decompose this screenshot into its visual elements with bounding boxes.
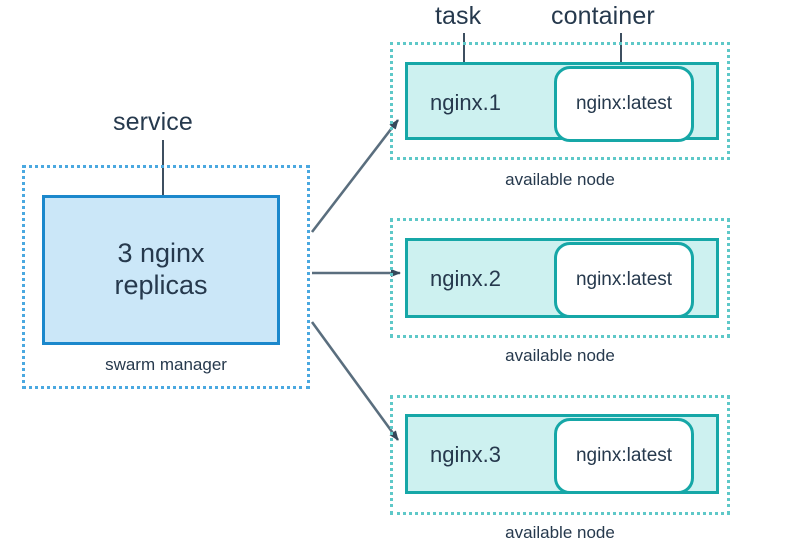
available-node-boundary-2 [390, 218, 730, 338]
container-box-3[interactable]: nginx:latest [554, 418, 694, 494]
service-box[interactable]: 3 nginx replicas [42, 195, 280, 345]
arrow-service-to-node-1 [310, 119, 400, 233]
available-node-boundary-1 [390, 42, 730, 160]
swarm-manager-label: swarm manager [105, 355, 227, 374]
task-label-2: nginx.2 [430, 266, 501, 291]
service-replicas-line2: replicas [114, 270, 208, 300]
leader-line-container [620, 33, 622, 86]
container-label-3: nginx:latest [575, 445, 673, 466]
swarm-manager-boundary [22, 165, 310, 389]
service-replicas-line1: 3 nginx [117, 238, 205, 269]
container-box-2[interactable]: nginx:latest [554, 242, 694, 318]
container-label-1: nginx:latest [575, 93, 673, 114]
container-box-1[interactable]: nginx:latest [554, 66, 694, 142]
leader-line-service [162, 140, 164, 220]
caption-task: task [435, 2, 482, 30]
available-node-label-1: available node [505, 170, 615, 189]
container-label-2: nginx:latest [575, 269, 673, 290]
available-node-label-2: available node [505, 346, 615, 365]
service-box-text: 3 nginx replicas [114, 238, 207, 302]
available-node-label-3: available node [505, 523, 615, 542]
arrow-service-to-node-3 [310, 321, 400, 441]
caption-container: container [551, 2, 655, 30]
leader-line-task [463, 33, 465, 85]
task-label-1: nginx.1 [430, 90, 501, 115]
task-label-3: nginx.3 [430, 442, 501, 467]
available-node-boundary-3 [390, 395, 730, 515]
caption-service: service [113, 108, 193, 136]
